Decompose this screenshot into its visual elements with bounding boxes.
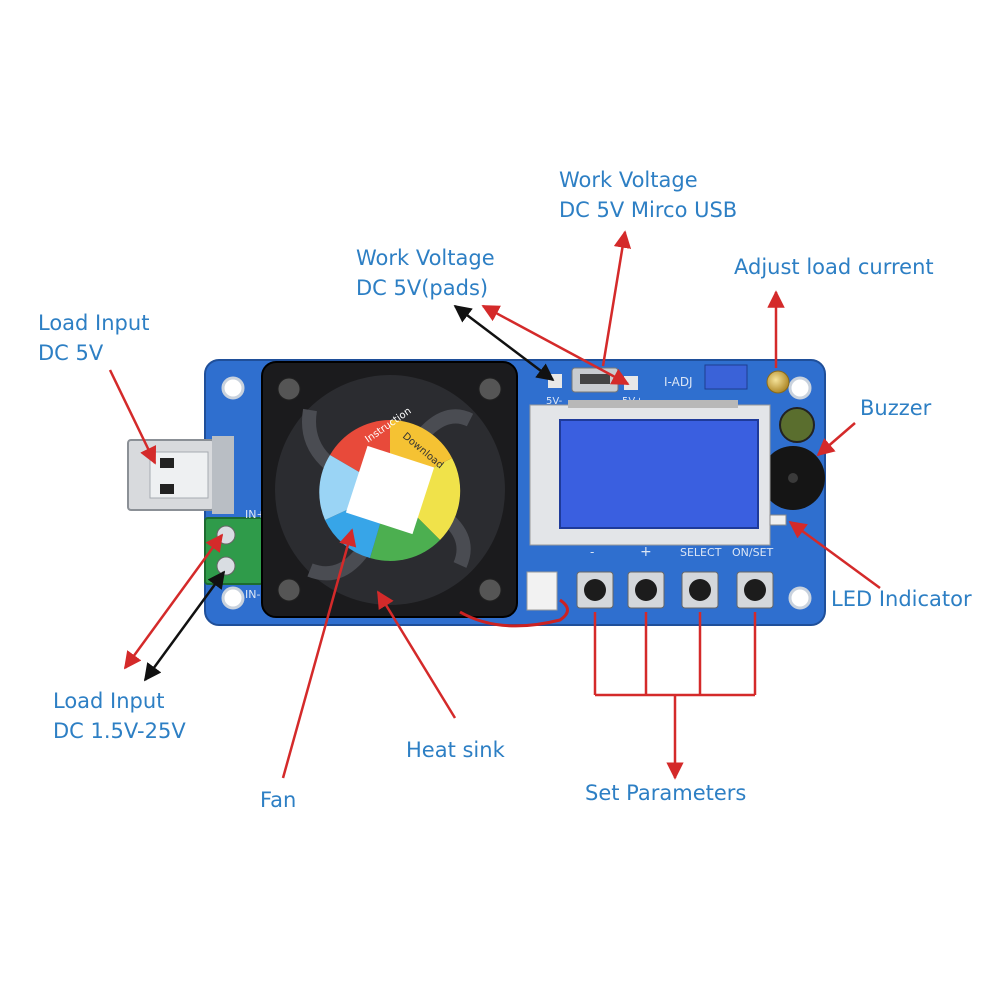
btn-plus-text: + [640,544,652,560]
label-work-voltage-usb-line1: Work Voltage [559,168,698,192]
arrow-micro-usb [601,230,632,367]
label-fan: Fan [260,788,297,812]
btn-onset-text: ON/SET [732,546,774,559]
label-load-input-usb-line2: DC 5V [38,341,104,365]
pad-minus-text: 5V- [546,396,563,407]
arrow-terminal-black [143,570,226,682]
btn-minus-text: - [590,545,594,559]
label-work-voltage-pads: Work Voltage DC 5V(pads) [356,243,495,303]
pad-minus [548,374,562,388]
arrow-buzzer [816,422,856,457]
arrow-pads-red [481,304,630,386]
arrow-led [788,520,881,590]
label-load-input-usb-line1: Load Input [38,311,150,335]
arrow-fan [281,528,357,779]
label-load-input-terminal-line1: Load Input [53,689,165,713]
fan-connector [526,571,558,611]
arrow-usb-input [108,369,157,465]
button-plus[interactable] [627,571,665,609]
label-led-indicator: LED Indicator [831,587,972,611]
label-buzzer: Buzzer [860,396,932,420]
led-indicator [769,514,787,526]
fan-wire [459,598,569,628]
usb-plug [127,436,234,514]
mounting-holes [221,376,812,610]
button-minus[interactable] [576,571,614,609]
in-minus-text: IN- [245,588,260,601]
label-work-voltage-usb: Work Voltage DC 5V Mirco USB [559,165,737,225]
fan: Instruction Download [261,361,518,618]
label-work-voltage-usb-line2: DC 5V Mirco USB [559,198,738,222]
buzzer [761,446,825,510]
capacitor [779,407,815,443]
label-work-voltage-pads-line1: Work Voltage [356,246,495,270]
label-set-parameters: Set Parameters [585,781,747,805]
label-load-input-terminal-line2: DC 1.5V-25V [53,719,186,743]
arrow-set-parameters [593,612,757,770]
button-select[interactable] [681,571,719,609]
button-onset[interactable] [736,571,774,609]
label-heat-sink: Heat sink [406,738,505,762]
micro-usb-port [571,367,619,393]
in-plus-text: IN+ [245,508,266,521]
arrow-heat-sink [376,590,457,719]
label-load-input-usb: Load Input DC 5V [38,308,149,368]
lcd-module [529,400,771,546]
label-load-input-terminal: Load Input DC 1.5V-25V [53,686,186,746]
label-adjust-current: Adjust load current [734,255,934,279]
potentiometer [704,364,790,394]
label-work-voltage-pads-line2: DC 5V(pads) [356,276,489,300]
btn-select-text: SELECT [680,546,722,559]
annotation-arrows [108,230,881,780]
adj-text: I-ADJ [664,375,693,389]
